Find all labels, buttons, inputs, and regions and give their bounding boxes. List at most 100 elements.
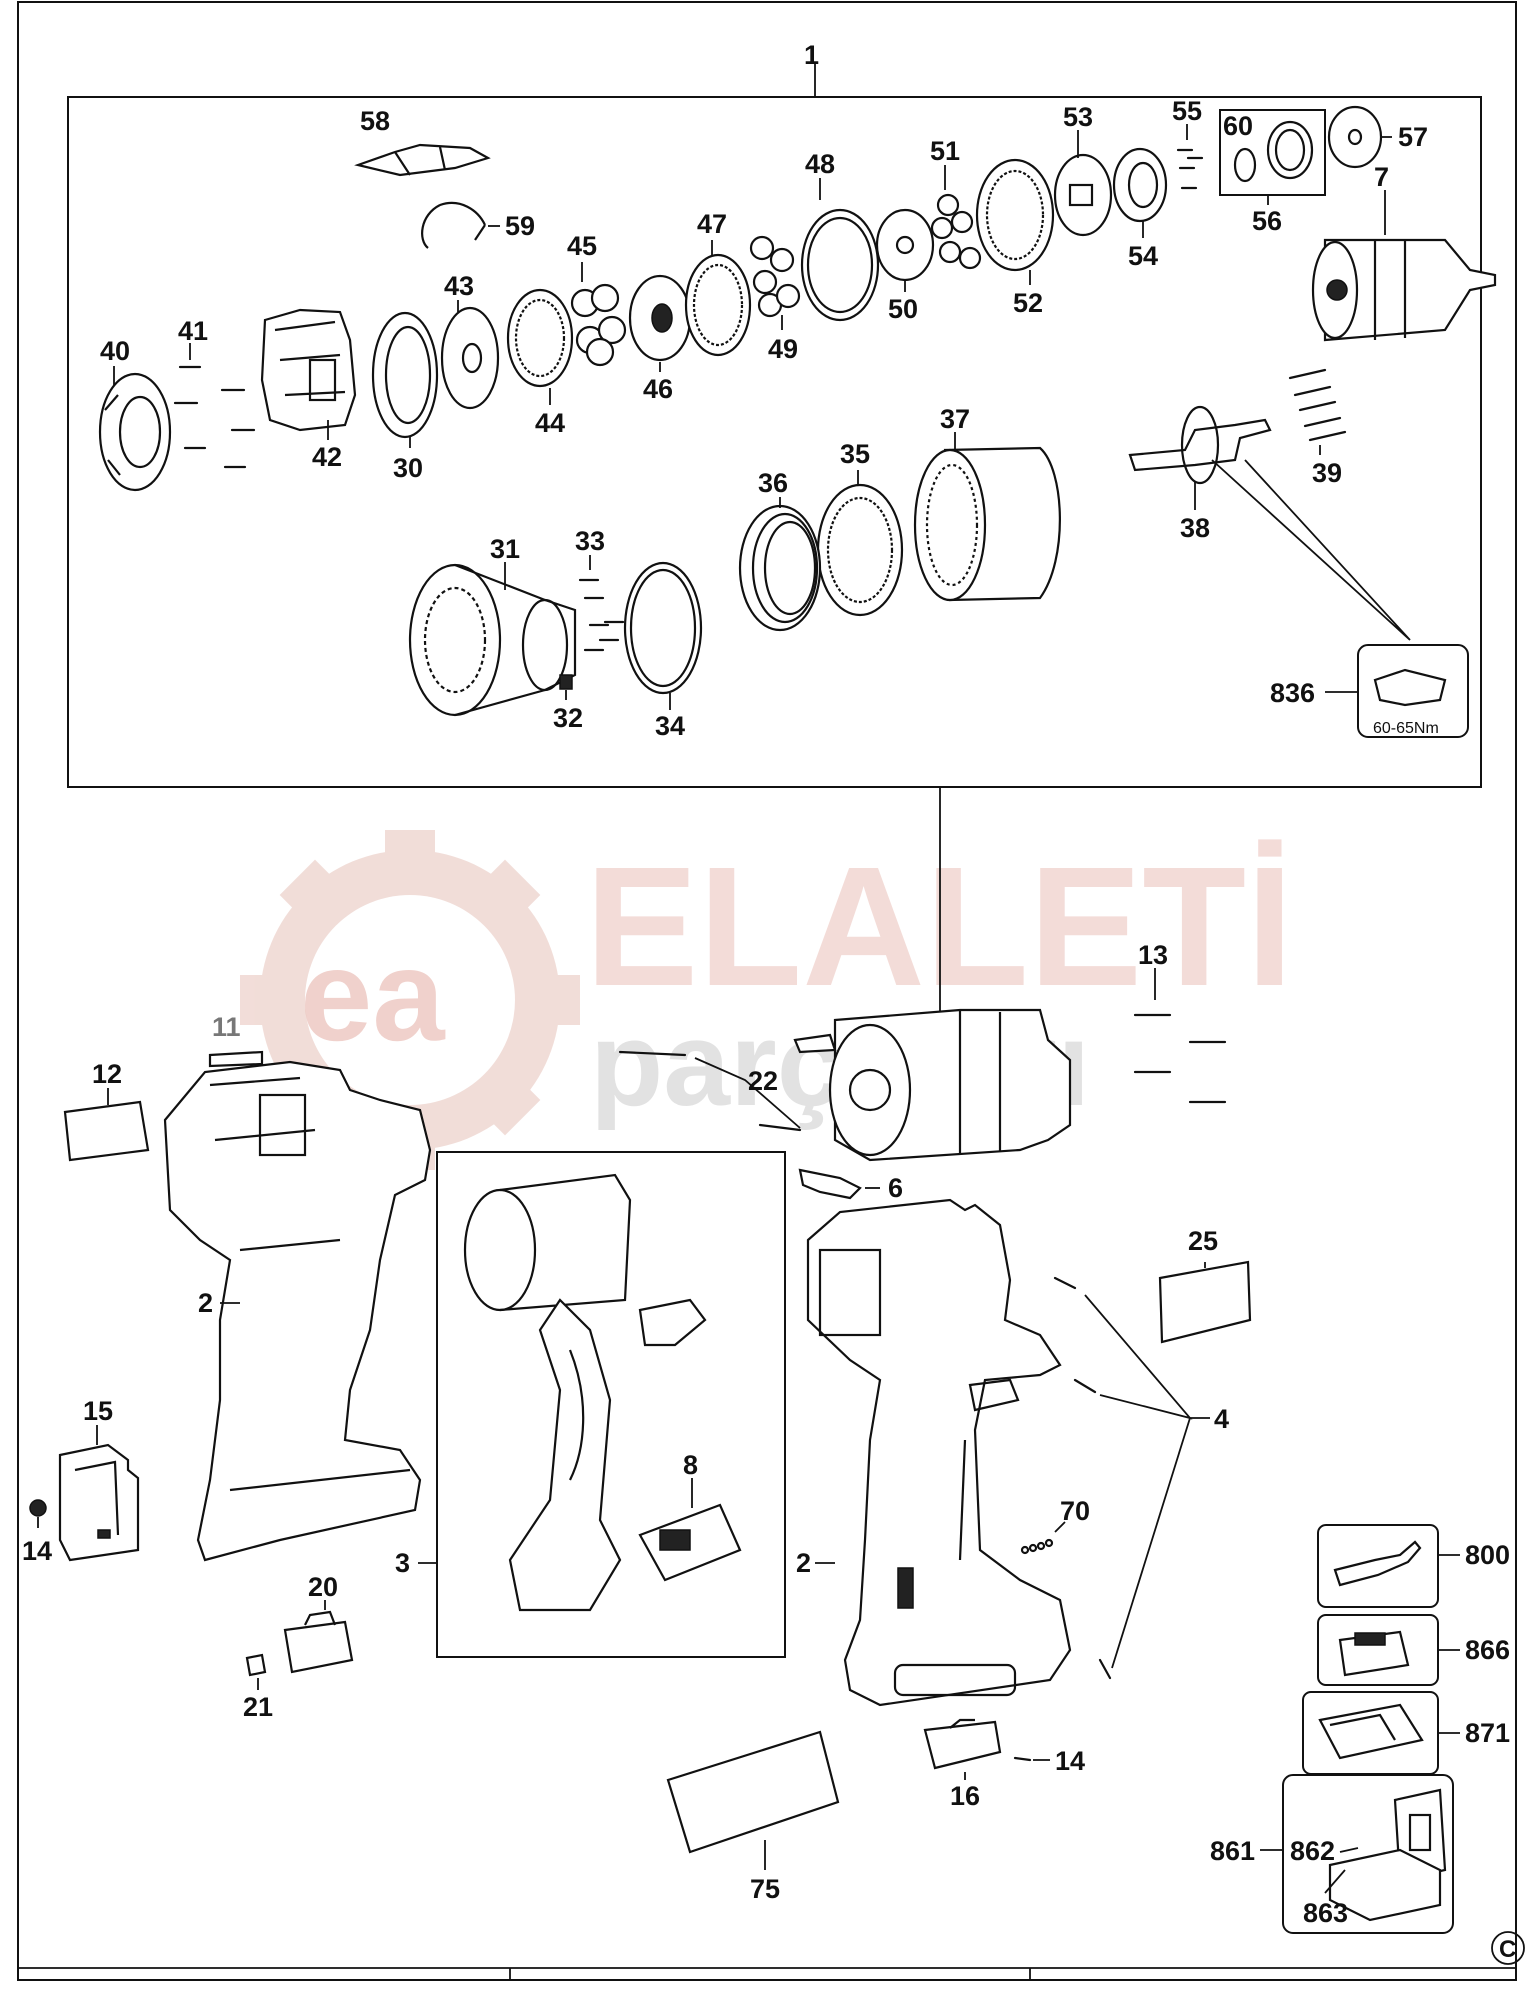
copyright-icon — [1491, 1931, 1525, 1965]
label-22: 22 — [748, 1066, 778, 1096]
label-51: 51 — [930, 136, 960, 166]
label-15: 15 — [83, 1396, 113, 1426]
label-55: 55 — [1172, 96, 1202, 126]
label-4: 4 — [1214, 1404, 1229, 1434]
copyright-letter: C — [1499, 1936, 1516, 1963]
label-25: 25 — [1188, 1226, 1218, 1256]
label-50: 50 — [888, 294, 918, 324]
label-862: 862 — [1290, 1836, 1335, 1866]
label-37: 37 — [940, 404, 970, 434]
label-21: 21 — [243, 1692, 273, 1722]
label-54: 54 — [1128, 241, 1158, 271]
label-52: 52 — [1013, 288, 1043, 318]
part-3-box — [436, 1151, 786, 1658]
part-21-spring — [245, 1653, 267, 1677]
part-836-wrench-icon — [1373, 668, 1447, 707]
label-14-right: 14 — [1055, 1746, 1085, 1776]
transmission-assembly — [793, 1008, 1072, 1162]
part-800-box — [1317, 1524, 1439, 1608]
part-60-washer — [1233, 147, 1257, 183]
label-2-right: 2 — [796, 1548, 811, 1578]
label-32: 32 — [553, 703, 583, 733]
part-35-ring — [816, 483, 904, 617]
part-45-planet-gears — [570, 283, 627, 367]
part-861-box — [1282, 1774, 1454, 1934]
part-31-gear-housing — [408, 563, 577, 717]
part-22-wires — [618, 1050, 802, 1132]
part-56-box — [1219, 109, 1326, 196]
part-25-label — [1158, 1260, 1252, 1344]
label-35: 35 — [840, 439, 870, 469]
part-2-right-housing — [806, 1198, 1072, 1707]
part-70-small-parts — [1020, 1538, 1054, 1555]
label-43: 43 — [444, 271, 474, 301]
part-52-ring-gear — [975, 158, 1055, 272]
label-48: 48 — [805, 149, 835, 179]
part-14-screw-right — [1013, 1756, 1032, 1762]
part-36-spring — [738, 504, 822, 632]
part-47-ring-gear — [684, 253, 752, 357]
part-32-pin — [559, 674, 573, 690]
label-8: 8 — [683, 1450, 698, 1480]
gearbox-assembly-box — [67, 96, 1482, 788]
part-12-label — [63, 1100, 150, 1162]
part-59-spring — [421, 201, 486, 249]
label-861: 861 — [1210, 1836, 1255, 1866]
label-6: 6 — [888, 1173, 903, 1203]
label-14-left: 14 — [22, 1536, 52, 1566]
part-8-circuit-board — [638, 1503, 742, 1582]
part-75-label — [666, 1730, 840, 1854]
label-863: 863 — [1303, 1898, 1348, 1928]
label-59: 59 — [505, 211, 535, 241]
label-13: 13 — [1138, 940, 1168, 970]
label-44: 44 — [535, 408, 565, 438]
part-13-screws — [1133, 1013, 1227, 1104]
part-37-ring-gear — [913, 446, 1061, 602]
label-45: 45 — [567, 231, 597, 261]
part-53-clutch-plate — [1053, 153, 1113, 237]
label-49: 49 — [768, 334, 798, 364]
torque-note: 60-65Nm — [1373, 720, 1439, 737]
part-46-carrier — [628, 274, 692, 362]
part-38-spindle — [1128, 405, 1272, 485]
part-7-chuck — [1311, 238, 1497, 342]
part-50-carrier — [875, 208, 935, 282]
part-800-bit-icon — [1333, 1540, 1422, 1587]
label-33: 33 — [575, 526, 605, 556]
part-41-screws — [173, 365, 256, 469]
label-46: 46 — [643, 374, 673, 404]
part-58-clip — [354, 143, 491, 177]
label-42: 42 — [312, 442, 342, 472]
part-57-washer — [1327, 105, 1383, 169]
part-861-case-icon — [1328, 1788, 1447, 1922]
label-53: 53 — [1063, 102, 1093, 132]
label-34: 34 — [655, 711, 685, 741]
part-871-charger-icon — [1318, 1703, 1424, 1760]
label-39: 39 — [1312, 458, 1342, 488]
part-11-label — [208, 1050, 264, 1068]
label-36: 36 — [758, 468, 788, 498]
label-12: 12 — [92, 1059, 122, 1089]
label-11: 11 — [212, 1012, 241, 1042]
part-49-planet-gears — [749, 235, 801, 318]
part-6-clip — [798, 1168, 862, 1200]
part-39-pins — [1288, 368, 1347, 442]
label-47: 47 — [697, 209, 727, 239]
part-55-pins — [1176, 148, 1204, 190]
label-38: 38 — [1180, 513, 1210, 543]
part-56-bearing — [1266, 120, 1314, 180]
label-41: 41 — [178, 316, 208, 346]
part-54-ring — [1112, 147, 1168, 223]
part-51-planet-gears — [930, 193, 982, 270]
part-2-left-housing — [163, 1060, 432, 1562]
part-48-washer — [800, 208, 880, 322]
label-57: 57 — [1398, 122, 1428, 152]
label-1: 1 — [804, 40, 819, 70]
watermark-logo-letters: ea — [300, 922, 446, 1068]
label-16: 16 — [950, 1781, 980, 1811]
part-42-housing — [260, 308, 357, 432]
label-866: 866 — [1465, 1635, 1510, 1665]
part-14-screw-left — [29, 1499, 47, 1517]
part-40-endcap — [98, 372, 172, 492]
